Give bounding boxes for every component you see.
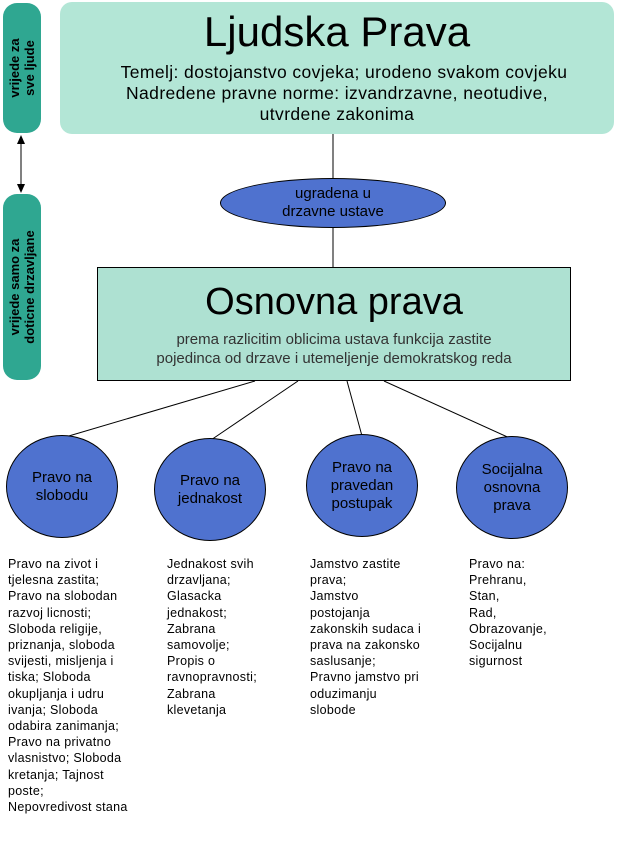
social-rights-detail-line: sigurnost [469,654,523,669]
equality-detail-line: Jednakost svih [167,557,254,571]
social-rights-detail-line: Stan, [469,589,500,604]
freedom-detail-line: razvoj licnosti; [8,605,92,620]
fundamental-rights-line-1: prema razlicitim oblicima ustava funkcij… [176,331,492,348]
category-social-rights-line-3: prava [493,496,531,514]
side-label-bottom-line-2: doticne drzavljane [22,230,37,344]
social-rights-detail-line: Rad, [469,605,497,620]
human-rights-box: Ljudska Prava Temelj: dostojanstvo covje… [60,2,614,134]
social-rights-details: Pravo na: Prehranu, Stan, Rad, Obrazovan… [469,556,547,669]
fair-procedure-detail-line: Jamstvo zastite [310,557,401,571]
equality-detail-line: jednakost; [167,605,227,620]
constitution-line-2: drzavne ustave [282,203,384,220]
freedom-detail-line: priznanja, sloboda [8,638,115,653]
freedom-detail-line: Pravo na privatno [8,735,112,750]
category-fair-procedure-line-1: Pravo na [331,458,393,476]
freedom-detail-line: svijesti, misljenja i [8,654,114,669]
double-arrow-icon [17,135,25,193]
category-fair-procedure-line-2: pravedan [330,476,394,494]
fair-procedure-details: Jamstvo zastite prava; Jamstvo postojanj… [310,556,421,718]
social-rights-detail-line: Prehranu, [469,573,527,588]
category-equality-line-2: jednakost [177,489,243,507]
equality-details: Jednakost svih drzavljana; Glasacka jedn… [167,556,257,718]
line-mid-to-cat-1 [61,380,256,439]
line-mid-to-cat-2 [207,380,299,443]
freedom-detail-line: ivanja; Sloboda [8,702,98,717]
category-social-rights: Socijalna osnovna prava [456,436,568,539]
human-rights-line-1: Temelj: dostojanstvo covjeka; urodeno sv… [120,62,568,82]
category-fair-procedure-line-3: postupak [331,494,393,512]
side-label-bottom-line-1: vrijede samo za [7,238,22,336]
fair-procedure-detail-line: postojanja [310,605,370,620]
freedom-detail-line: Nepovredivost stana [8,800,128,815]
category-equality-line-1: Pravo na [179,471,241,489]
human-rights-line-3: utvrdene zakonima [259,104,415,124]
category-equality: Pravo na jednakost [154,438,266,541]
freedom-details: Pravo na zivot i tjelesna zastita; Pravo… [8,556,128,815]
fundamental-rights-line-2: pojedinca od drzave i utemeljenje demokr… [156,350,512,367]
human-rights-description: Temelj: dostojanstvo covjeka; urodeno sv… [60,62,614,125]
side-label-top-line-1: vrijede za [7,38,22,98]
equality-detail-line: drzavljana; [167,573,231,588]
freedom-detail-line: odabira zanimanja; [8,719,120,734]
freedom-detail-line: poste; [8,783,44,798]
human-rights-line-2: Nadredene pravne norme: izvandrzavne, ne… [126,83,548,103]
equality-detail-line: ravnopravnosti; [167,670,257,685]
category-freedom: Pravo na slobodu [6,435,118,538]
category-freedom-line-2: slobodu [35,486,89,504]
human-rights-title: Ljudska Prava [203,8,471,55]
category-social-rights-line-2: osnovna [483,478,541,496]
social-rights-detail-line: Obrazovanje, [469,621,547,636]
fair-procedure-detail-line: prava; [310,573,347,588]
side-label-all-people-text: vrijede za sve ljude [7,38,37,97]
category-social-rights-line-1: Socijalna [481,460,543,478]
side-label-citizens-text: vrijede samo za doticne drzavljane [7,230,37,343]
freedom-detail-line: Pravo na zivot i [8,557,99,571]
fair-procedure-detail-line: Jamstvo [310,589,359,604]
freedom-detail-line: Sloboda religije, [8,621,103,636]
social-rights-detail-line: Socijalnu [469,638,523,653]
equality-detail-line: klevetanja [167,702,227,717]
line-mid-to-cat-3 [346,380,363,437]
category-freedom-line-1: Pravo na [31,468,93,486]
fair-procedure-detail-line: slobode [310,702,356,717]
freedom-detail-line: tjelesna zastita; [8,573,100,588]
fair-procedure-detail-line: zakonskih sudaca i [310,621,422,636]
fair-procedure-detail-line: saslusanje; [310,654,376,669]
freedom-detail-line: okupljanja i udru [8,686,105,701]
constitution-ellipse: ugradena u drzavne ustave [220,178,446,228]
fundamental-rights-box: Osnovna prava prema razlicitim oblicima … [97,267,571,381]
equality-detail-line: Glasacka [167,589,222,604]
social-rights-detail-line: Pravo na: [469,557,526,571]
equality-detail-line: Zabrana [167,621,216,636]
fair-procedure-detail-line: prava na zakonsko [310,638,421,653]
side-label-top-line-2: sve ljude [22,40,37,96]
line-mid-to-cat-4 [383,380,513,440]
fundamental-rights-title: Osnovna prava [205,281,463,323]
freedom-detail-line: Pravo na slobodan [8,589,118,604]
category-fair-procedure: Pravo na pravedan postupak [306,434,418,537]
equality-detail-line: samovolje; [167,638,230,653]
side-label-all-people: vrijede za sve ljude [3,3,41,133]
freedom-detail-line: kretanja; Tajnost [8,767,104,782]
equality-detail-line: Propis o [167,654,216,669]
fair-procedure-detail-line: Pravno jamstvo pri [310,670,419,685]
fair-procedure-detail-line: oduzimanju [310,686,377,701]
constitution-line-1: ugradena u [295,185,371,202]
side-label-citizens: vrijede samo za doticne drzavljane [3,194,41,380]
freedom-detail-line: tiska; Sloboda [8,670,91,685]
equality-detail-line: Zabrana [167,686,216,701]
freedom-detail-line: vlasnistvo; Sloboda [8,751,122,766]
fundamental-rights-description: prema razlicitim oblicima ustava funkcij… [98,330,570,368]
